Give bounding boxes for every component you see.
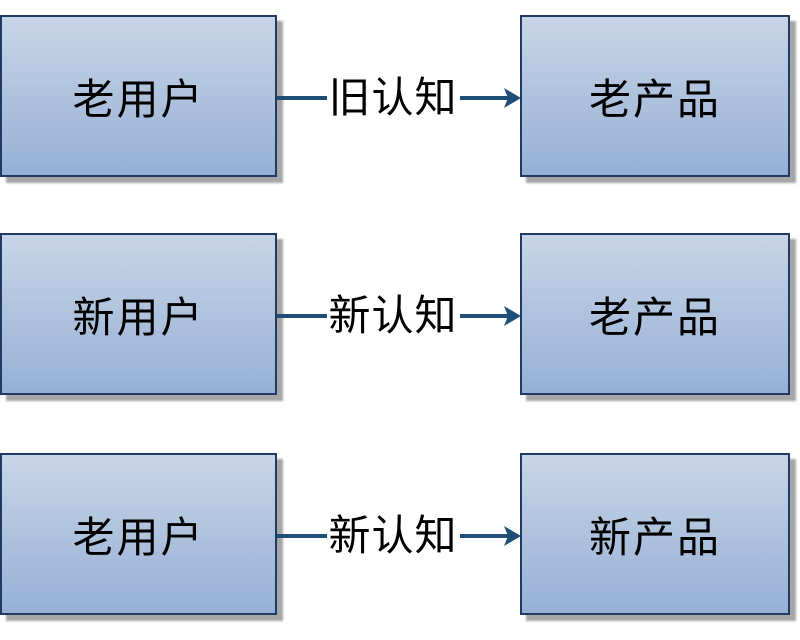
target-node-label: 新产品 — [588, 512, 721, 562]
arrowhead-icon — [504, 526, 522, 546]
source-node: 老用户 — [0, 453, 277, 615]
source-node: 老用户 — [0, 15, 277, 177]
arrowhead-icon — [504, 306, 522, 326]
source-node-label: 新用户 — [72, 292, 205, 342]
source-node-label: 老用户 — [72, 512, 205, 562]
target-node-label: 老产品 — [588, 74, 721, 124]
connector-line-right — [459, 314, 510, 318]
connector: 新认知 — [277, 453, 522, 619]
target-node: 老产品 — [520, 233, 790, 395]
edge-label: 新认知 — [328, 511, 458, 560]
source-node: 新用户 — [0, 233, 277, 395]
connector-line-right — [459, 534, 510, 538]
connector: 旧认知 — [277, 15, 522, 181]
connector-line-left — [277, 96, 327, 100]
connector-line-left — [277, 314, 327, 318]
source-node-label: 老用户 — [72, 74, 205, 124]
connector: 新认知 — [277, 233, 522, 399]
connector-line-left — [277, 534, 327, 538]
flow-row-2: 新用户 新认知 老产品 — [0, 233, 800, 399]
connector-line-right — [459, 96, 510, 100]
flow-row-3: 老用户 新认知 新产品 — [0, 453, 800, 619]
edge-label: 旧认知 — [328, 73, 458, 122]
flow-row-1: 老用户 旧认知 老产品 — [0, 15, 800, 181]
target-node-label: 老产品 — [588, 292, 721, 342]
arrowhead-icon — [504, 88, 522, 108]
target-node: 老产品 — [520, 15, 790, 177]
edge-label: 新认知 — [328, 291, 458, 340]
target-node: 新产品 — [520, 453, 790, 615]
